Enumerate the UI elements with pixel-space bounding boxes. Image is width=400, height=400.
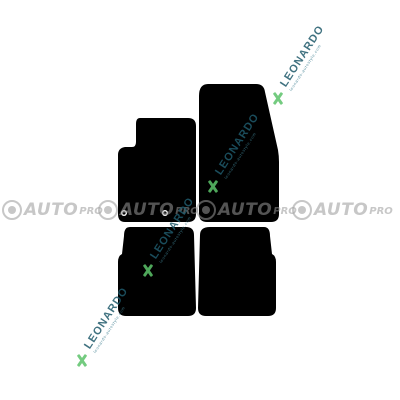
leonardo-logo-icon: [207, 179, 221, 193]
leonardo-logo-icon: [142, 263, 156, 277]
autopro-watermark-text: AUTO: [24, 200, 79, 220]
autopro-logo-icon: [196, 200, 216, 220]
autopro-watermark: AUTO PRO: [2, 198, 103, 222]
autopro-watermark-text: AUTO: [218, 200, 273, 220]
autopro-watermark-suffix: PRO: [273, 206, 297, 217]
autopro-watermark: AUTO PRO: [98, 198, 199, 222]
autopro-watermark-suffix: PRO: [369, 206, 393, 217]
mat-clip-hole: [163, 211, 167, 215]
rear-right-mat: [198, 227, 276, 316]
leonardo-logo-icon: [272, 91, 286, 105]
autopro-logo-icon: [98, 200, 118, 220]
autopro-watermark-suffix: PRO: [79, 206, 103, 217]
front-left-mat: [118, 118, 196, 222]
autopro-watermark-text: AUTO: [314, 200, 369, 220]
autopro-watermark: AUTO PRO: [292, 198, 393, 222]
rear-left-mat: [118, 227, 196, 316]
autopro-watermark: AUTO PRO: [196, 198, 297, 222]
autopro-watermark-text: AUTO: [120, 200, 175, 220]
autopro-watermark-suffix: PRO: [175, 206, 199, 217]
autopro-logo-icon: [2, 200, 22, 220]
autopro-logo-icon: [292, 200, 312, 220]
leonardo-logo-icon: [76, 353, 90, 367]
mat-clip-hole: [122, 211, 126, 215]
